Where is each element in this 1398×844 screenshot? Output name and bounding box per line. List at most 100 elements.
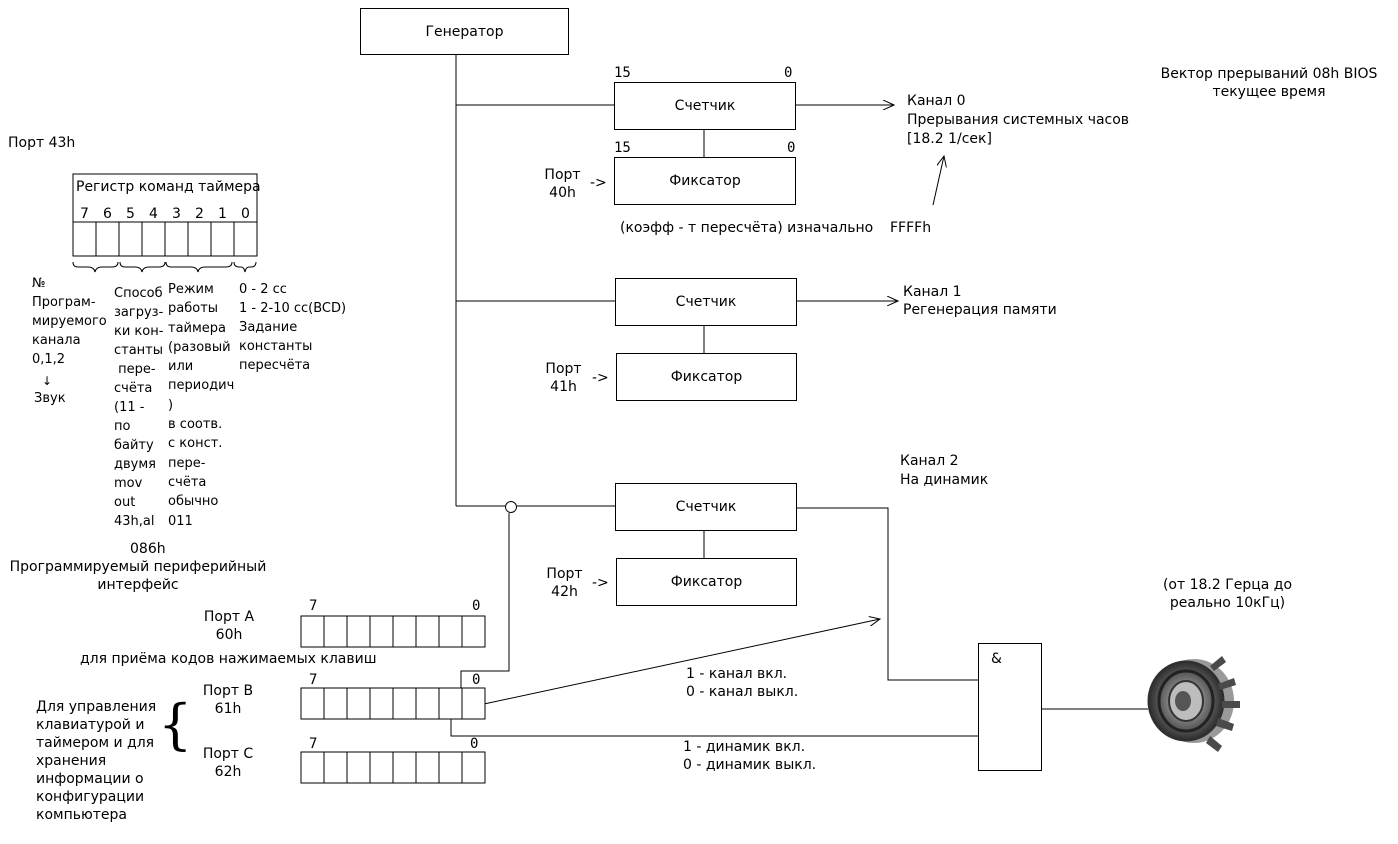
port41-addr: 41h: [550, 379, 577, 395]
port-b-addr: 61h: [214, 701, 242, 717]
register-cell: [95, 221, 120, 257]
port-c-cell: [323, 751, 348, 784]
channel1-name: Канал 1: [903, 284, 962, 300]
counter1-box: Счетчик: [615, 278, 797, 326]
channel0-desc: Прерывания системных часов: [907, 112, 1130, 128]
port-b-cell: [438, 687, 463, 720]
register-cell: [187, 221, 212, 257]
bit1-note-line1: 1 - канал вкл.: [686, 666, 788, 682]
port-c-cell: [392, 751, 417, 784]
port-c-name: Порт C: [202, 746, 254, 762]
bit1-enable-arrow: [483, 619, 880, 705]
counter0-bit-lo: 0: [784, 65, 793, 81]
speaker-icon: [1147, 656, 1240, 752]
crossover-circle: [505, 501, 517, 513]
port-c-addr: 62h: [214, 764, 242, 780]
port40-label: Порт 40h: [540, 166, 585, 202]
field-load-mode: Способ загруз- ки кон- станты пере- счёт…: [114, 286, 164, 529]
bit1-note-line2: 0 - канал выкл.: [686, 684, 799, 700]
port-b-label: Порт B 61h: [193, 682, 263, 718]
port42-label: Порт 42h: [542, 565, 587, 601]
port-a-cell: [323, 615, 348, 648]
speaker-note: (от 18.2 Герца до реально 10кГц): [1145, 576, 1310, 612]
port-c-cell: [346, 751, 371, 784]
port41-label: Порт 41h: [541, 360, 586, 396]
channel2-desc: На динамик: [900, 472, 989, 488]
port-a-label: Порт A 60h: [194, 608, 264, 644]
bit0-note-line1: 1 - динамик вкл.: [683, 739, 806, 755]
port42-arrow: ->: [592, 575, 609, 591]
port-b-cell: [392, 687, 417, 720]
port-a-cell: [346, 615, 371, 648]
ppi-title: Программируемый периферийный интерфейс: [6, 558, 270, 594]
port-b-bit-hi: 7: [309, 672, 318, 688]
port-c-cell: [300, 751, 325, 784]
port-a-cell: [392, 615, 417, 648]
port42-addr: 42h: [551, 584, 578, 600]
port-c-bit-hi: 7: [309, 736, 318, 752]
channel0-name: Канал 0: [907, 93, 966, 109]
port-b-bit-lo: 0: [472, 672, 481, 688]
port-c-cell: [415, 751, 440, 784]
port-c-label: Порт C 62h: [193, 745, 263, 781]
and-gate: &: [978, 643, 1042, 771]
ppi-chip: 086h: [130, 541, 166, 557]
latch0-bit-hi: 15: [614, 140, 631, 156]
port-b-cell: [369, 687, 394, 720]
channel2-output-line: [797, 507, 978, 681]
channel0-rate: [18.2 1/сек]: [907, 131, 992, 147]
port-b-cell: [461, 687, 486, 720]
ppi-title-line2: интерфейс: [97, 577, 179, 593]
port-a-bit-hi: 7: [309, 598, 318, 614]
counter2-box: Счетчик: [615, 483, 797, 531]
port-b-cell: [346, 687, 371, 720]
register-bit-4: 4: [149, 206, 158, 222]
channel1-desc: Регенерация памяти: [903, 302, 1057, 318]
register-bit-6: 6: [103, 206, 112, 222]
field-sound-label: Звук: [34, 391, 66, 406]
latch2-box: Фиксатор: [616, 558, 797, 606]
register-cell: [164, 221, 189, 257]
bios-pointer-arrow: [932, 156, 944, 206]
port-b-cell: [415, 687, 440, 720]
field-timer-mode: Режим работы таймера (разовый или период…: [168, 282, 235, 529]
port40-word: Порт: [544, 167, 581, 183]
register-cell: [141, 221, 166, 257]
counter0-bit-hi: 15: [614, 65, 631, 81]
bit0-note-line2: 0 - динамик выкл.: [683, 757, 817, 773]
register-bit-1: 1: [218, 206, 227, 222]
latch0-box: Фиксатор: [614, 157, 796, 205]
speaker-note-line1: (от 18.2 Герца до: [1162, 577, 1293, 593]
ports-bc-brace: {: [158, 693, 193, 756]
register-title: Регистр команд таймера: [76, 179, 261, 195]
coef-value: FFFFh: [890, 220, 932, 236]
port-a-cell: [415, 615, 440, 648]
port-b-name: Порт B: [202, 683, 254, 699]
port-c-bit-lo: 0: [470, 736, 479, 752]
portb-bit1-gate-wire: [460, 513, 510, 688]
register-cell: [118, 221, 143, 257]
bit0-speaker-wire: [450, 718, 978, 737]
bios-note-line1: Вектор прерываний 08h BIOS: [1160, 66, 1378, 82]
coef-note: (коэфф - т пересчёта) изначально: [620, 220, 874, 236]
port-c-cell: [438, 751, 463, 784]
port-a-bit-lo: 0: [472, 598, 481, 614]
counter0-box: Счетчик: [614, 82, 796, 130]
register-bit-5: 5: [126, 206, 135, 222]
bios-note: Вектор прерываний 08h BIOS текущее время: [1150, 65, 1388, 101]
port-a-cell: [369, 615, 394, 648]
latch0-bit-lo: 0: [787, 140, 796, 156]
register-cell: [210, 221, 235, 257]
port41-word: Порт: [545, 361, 582, 377]
field-channel-arrow: ↓: [42, 374, 53, 388]
field-bcd-mode: 0 - 2 сс 1 - 2-10 сс(BCD) Задание конста…: [239, 282, 347, 373]
port-a-cell: [300, 615, 325, 648]
latch1-box: Фиксатор: [616, 353, 797, 401]
register-frame: [72, 173, 258, 257]
port42-word: Порт: [546, 566, 583, 582]
brace-bit-0: [233, 261, 257, 273]
port-a-name: Порт A: [203, 609, 255, 625]
speaker-note-line2: реально 10кГц): [1169, 595, 1286, 611]
port-a-cell: [438, 615, 463, 648]
register-bit-7: 7: [80, 206, 89, 222]
